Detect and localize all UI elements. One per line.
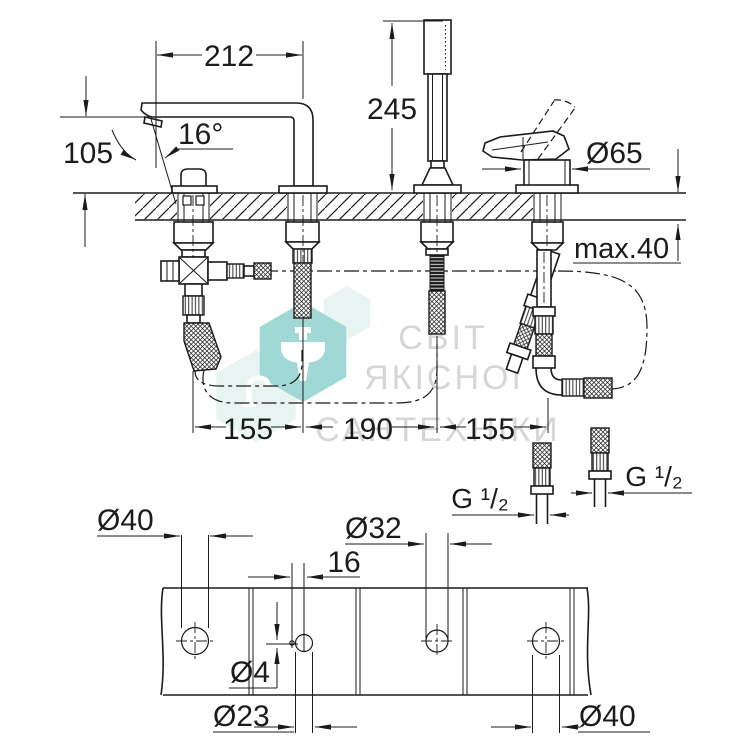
dimensions-elevation: 212 105 16° 245 Ø65 max.40 bbox=[60, 20, 692, 518]
spout-body bbox=[140, 102, 314, 187]
braided-hose bbox=[183, 322, 222, 372]
shower-head bbox=[423, 19, 452, 75]
braided-nipple bbox=[253, 262, 272, 280]
dim-handle-diameter: Ø65 bbox=[586, 137, 643, 170]
dim-spout-reach: 212 bbox=[204, 40, 254, 73]
spout-escutcheon bbox=[278, 185, 328, 194]
dim-span-mid: 190 bbox=[343, 413, 393, 446]
hose-routing-envelope bbox=[194, 270, 648, 404]
braided-hose bbox=[428, 290, 446, 335]
watermark-line2: ЯКІСНОЇ bbox=[364, 359, 524, 397]
shower-holder-cone bbox=[420, 167, 455, 186]
break-edge-right bbox=[586, 587, 592, 696]
mixer-body bbox=[523, 159, 571, 187]
diverter-escutcheon bbox=[171, 185, 218, 194]
dim-deck-thickness: max.40 bbox=[574, 233, 669, 265]
tail-left bbox=[530, 442, 554, 524]
mounting-deck bbox=[73, 192, 686, 221]
hose-end-nipple bbox=[583, 377, 613, 399]
lever-mixer bbox=[482, 99, 613, 399]
dim-thread-left: G ¹/₂ bbox=[451, 483, 509, 514]
hose-vertical bbox=[532, 249, 613, 399]
mounting-nut bbox=[531, 221, 564, 244]
dim-hole-shower: Ø32 bbox=[345, 512, 402, 545]
shower-escutcheon bbox=[413, 184, 462, 194]
mixer-escutcheon bbox=[515, 184, 579, 194]
diverter-knob bbox=[180, 168, 207, 188]
dim-span-right: 155 bbox=[465, 413, 515, 446]
shower-handle bbox=[427, 73, 448, 162]
faucet-spout bbox=[140, 102, 328, 319]
dim-spout-angle: 16° bbox=[178, 118, 223, 151]
dim-hole-right: Ø40 bbox=[579, 700, 636, 733]
threaded-stud bbox=[429, 254, 445, 292]
dim-spout-height: 105 bbox=[63, 137, 113, 170]
dim-pilot-offset: 16 bbox=[327, 546, 360, 579]
dim-shower-height: 245 bbox=[367, 93, 417, 126]
dim-hole-left: Ø40 bbox=[97, 504, 154, 537]
lever-raised-position bbox=[520, 100, 555, 153]
break-edge-left bbox=[160, 587, 164, 696]
diverter-valve bbox=[160, 168, 272, 372]
faucet-icon bbox=[243, 375, 271, 407]
mounting-nut bbox=[285, 221, 320, 243]
dim-spout-hole: Ø23 bbox=[213, 700, 270, 733]
braided-hose bbox=[293, 262, 312, 319]
dim-span-left: 155 bbox=[223, 413, 273, 446]
dim-pilot-dia: Ø4 bbox=[230, 656, 270, 689]
dim-thread-right: G ¹/₂ bbox=[625, 461, 683, 492]
drilling-template: Ø40 Ø32 16 Ø4 Ø23 Ø40 bbox=[97, 504, 650, 733]
tail-right bbox=[588, 427, 612, 507]
connection-tails bbox=[530, 427, 612, 524]
hand-shower bbox=[413, 19, 462, 335]
mounting-nut bbox=[173, 221, 214, 244]
